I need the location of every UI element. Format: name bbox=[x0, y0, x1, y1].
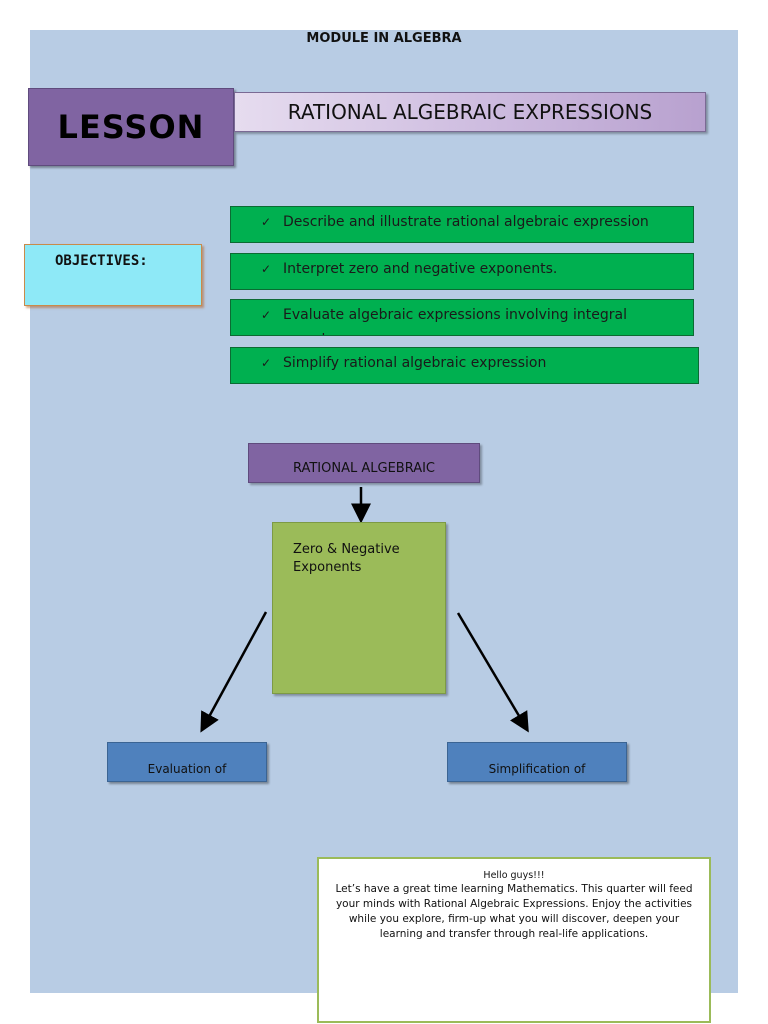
lesson-label: LESSON bbox=[57, 108, 205, 146]
concept-right-box: Simplification of bbox=[447, 742, 627, 782]
check-icon: ✓ bbox=[261, 215, 272, 229]
welcome-message-box: Hello guys!!! Let’s have a great time le… bbox=[317, 857, 711, 1023]
check-icon: ✓ bbox=[261, 262, 272, 276]
lesson-title-box: RATIONAL ALGEBRAIC EXPRESSIONS bbox=[234, 92, 706, 132]
concept-top-box: RATIONAL ALGEBRAIC bbox=[248, 443, 480, 483]
objective-item-4: ✓ Simplify rational algebraic expression bbox=[230, 347, 699, 384]
objective-text: Simplify rational algebraic expression bbox=[283, 355, 547, 371]
lesson-label-box: LESSON bbox=[28, 88, 234, 166]
objective-text: Evaluate algebraic expressions involving… bbox=[261, 307, 627, 335]
arrow-right-icon bbox=[456, 612, 529, 733]
welcome-greeting: Hello guys!!! bbox=[483, 870, 545, 881]
objective-item-3: ✓Evaluate algebraic expressions involvin… bbox=[230, 299, 694, 336]
concept-left-box: Evaluation of bbox=[107, 742, 267, 782]
check-icon: ✓ bbox=[261, 308, 272, 322]
lesson-title: RATIONAL ALGEBRAIC EXPRESSIONS bbox=[287, 100, 653, 124]
objective-text: Interpret zero and negative exponents. bbox=[283, 261, 558, 277]
page-background bbox=[30, 30, 738, 993]
objectives-label: OBJECTIVES: bbox=[55, 253, 148, 269]
concept-top-label: RATIONAL ALGEBRAIC bbox=[292, 461, 436, 476]
concept-middle-box: Zero & Negative Exponents bbox=[272, 522, 446, 694]
check-icon: ✓ bbox=[261, 356, 272, 370]
module-header: MODULE IN ALGEBRA bbox=[306, 31, 462, 46]
concept-middle-label: Zero & Negative Exponents bbox=[293, 542, 400, 575]
objective-text: Describe and illustrate rational algebra… bbox=[283, 214, 649, 230]
concept-right-label: Simplification of bbox=[488, 762, 586, 776]
objective-item-2: ✓ Interpret zero and negative exponents. bbox=[230, 253, 694, 290]
welcome-body: Let’s have a great time learning Mathema… bbox=[335, 883, 693, 940]
concept-left-label: Evaluation of bbox=[147, 762, 227, 776]
objective-item-1: ✓ Describe and illustrate rational algebr… bbox=[230, 206, 694, 243]
arrow-left-icon bbox=[200, 611, 268, 733]
objectives-label-box: OBJECTIVES: bbox=[24, 244, 202, 306]
